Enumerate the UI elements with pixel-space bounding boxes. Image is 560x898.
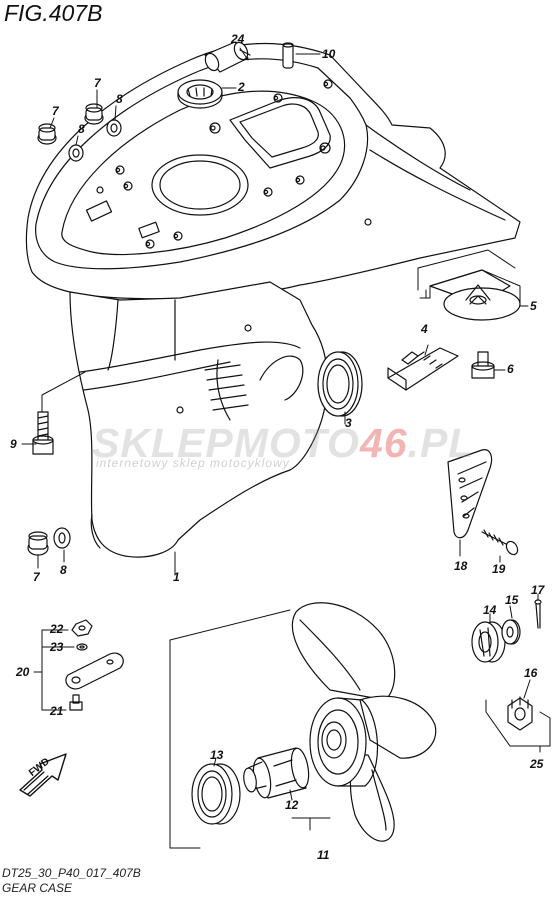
- watermark-brand-main: SKLEPMOTO: [92, 420, 360, 466]
- part-23-washer: [76, 643, 88, 651]
- callout-21: 21: [50, 704, 64, 718]
- callout-10: 10: [322, 47, 336, 61]
- callout-1: 1: [173, 570, 180, 584]
- callout-8-left: 8: [78, 122, 85, 136]
- watermark-tagline: internetowy sklep motocyklowy: [96, 456, 290, 470]
- part-3-seal: [317, 351, 363, 417]
- part-24-pin: [204, 41, 251, 73]
- part-2-bearing: [177, 79, 223, 109]
- part-19-screw: [481, 529, 519, 556]
- watermark-brand-tail: .PL: [407, 420, 475, 466]
- part-5-anode: [429, 269, 521, 321]
- leader-lines: [21, 47, 551, 849]
- part-6-bolt: [471, 351, 495, 379]
- watermark-brand-accent: 46: [359, 420, 408, 466]
- callout-18: 18: [454, 559, 468, 573]
- part-16-castle-nut: [507, 696, 533, 731]
- gear-case-housing: [25, 42, 521, 558]
- part-9-bolt: [32, 411, 54, 455]
- callout-7-left: 7: [52, 104, 59, 118]
- callout-20: 20: [16, 665, 30, 679]
- part-8-washer-left: [68, 144, 84, 162]
- callout-16: 16: [524, 666, 538, 680]
- callout-7-upper: 7: [94, 76, 101, 90]
- callout-19: 19: [492, 562, 506, 576]
- fwd-arrow-icon: [19, 753, 67, 797]
- callout-8-upper: 8: [116, 92, 123, 106]
- footer-caption: GEAR CASE: [2, 881, 73, 895]
- part-21-bolt: [69, 694, 83, 711]
- callout-22: 22: [50, 622, 64, 636]
- callout-15: 15: [505, 593, 519, 607]
- callout-14: 14: [483, 603, 497, 617]
- part-4-strainer: [387, 347, 459, 391]
- part-15-washer: [501, 619, 521, 645]
- figure-title: FIG.407B: [4, 0, 103, 26]
- callout-23: 23: [50, 640, 64, 654]
- part-20-trim-tab: [65, 652, 124, 690]
- part-8-washer-lower: [53, 527, 71, 549]
- part-7-plug-lower: [27, 531, 49, 556]
- callout-6: 6: [507, 362, 514, 376]
- part-14-spacer: [471, 621, 506, 663]
- part-7-plug-upper: [84, 103, 104, 125]
- callout-9: 9: [10, 437, 17, 451]
- part-12-bushing: [243, 747, 310, 799]
- part-7-plug-left: [37, 123, 57, 145]
- callout-17: 17: [531, 583, 545, 597]
- callout-5: 5: [530, 299, 537, 313]
- callout-12: 12: [285, 798, 299, 812]
- callout-4: 4: [421, 322, 428, 336]
- part-13-thrust-washer: [191, 763, 241, 825]
- watermark-brand: SKLEPMOTO46.PL: [92, 420, 474, 467]
- footer-code: DT25_30_P40_017_407B: [2, 866, 141, 880]
- part-10-dowel: [282, 42, 294, 69]
- callout-24: 24: [231, 32, 245, 46]
- propeller: [291, 602, 437, 842]
- callout-2: 2: [238, 80, 245, 94]
- callout-7-lower: 7: [33, 570, 40, 584]
- callout-11: 11: [317, 848, 330, 862]
- part-22-nut: [71, 619, 93, 637]
- callout-25: 25: [530, 757, 544, 771]
- part-8-washer-upper: [106, 119, 122, 137]
- part-18-strainer-cover: [447, 449, 493, 539]
- callout-8-lower: 8: [60, 563, 67, 577]
- callout-13: 13: [210, 748, 224, 762]
- part-17-cotter-pin: [534, 599, 542, 629]
- callout-3: 3: [345, 416, 352, 430]
